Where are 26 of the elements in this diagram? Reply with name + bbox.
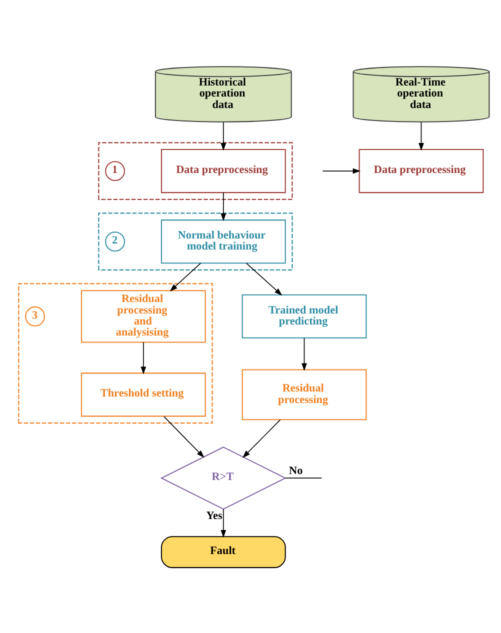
edge-label: Yes xyxy=(206,509,222,522)
arrow xyxy=(302,337,307,370)
node-box: Data preprocessing xyxy=(160,148,286,193)
node-box: Trained model predicting xyxy=(242,294,367,338)
arrow xyxy=(164,416,204,458)
arrow xyxy=(220,121,226,150)
connector xyxy=(285,477,322,478)
node-box: Threshold setting xyxy=(80,372,206,416)
node-circle: 1 xyxy=(105,160,125,181)
arrow xyxy=(322,168,361,174)
arrow xyxy=(220,192,226,221)
node-box: Data preprocessing xyxy=(358,148,484,193)
arrow xyxy=(242,418,281,458)
arrow xyxy=(140,341,146,374)
node-box: Fault xyxy=(160,536,286,568)
node-box: Residual processing xyxy=(242,368,367,420)
node-box: Residual processing and analysising xyxy=(80,290,206,342)
arrow xyxy=(418,121,424,150)
arrow xyxy=(170,262,202,291)
arrow xyxy=(220,508,226,538)
node-box: Normal behaviour model training xyxy=(160,219,286,264)
node-circle: 3 xyxy=(25,306,46,326)
node-circle: 2 xyxy=(105,231,125,252)
node-diamond: R>T xyxy=(160,446,286,510)
arrow xyxy=(246,262,282,296)
edge-label: No xyxy=(289,464,303,477)
